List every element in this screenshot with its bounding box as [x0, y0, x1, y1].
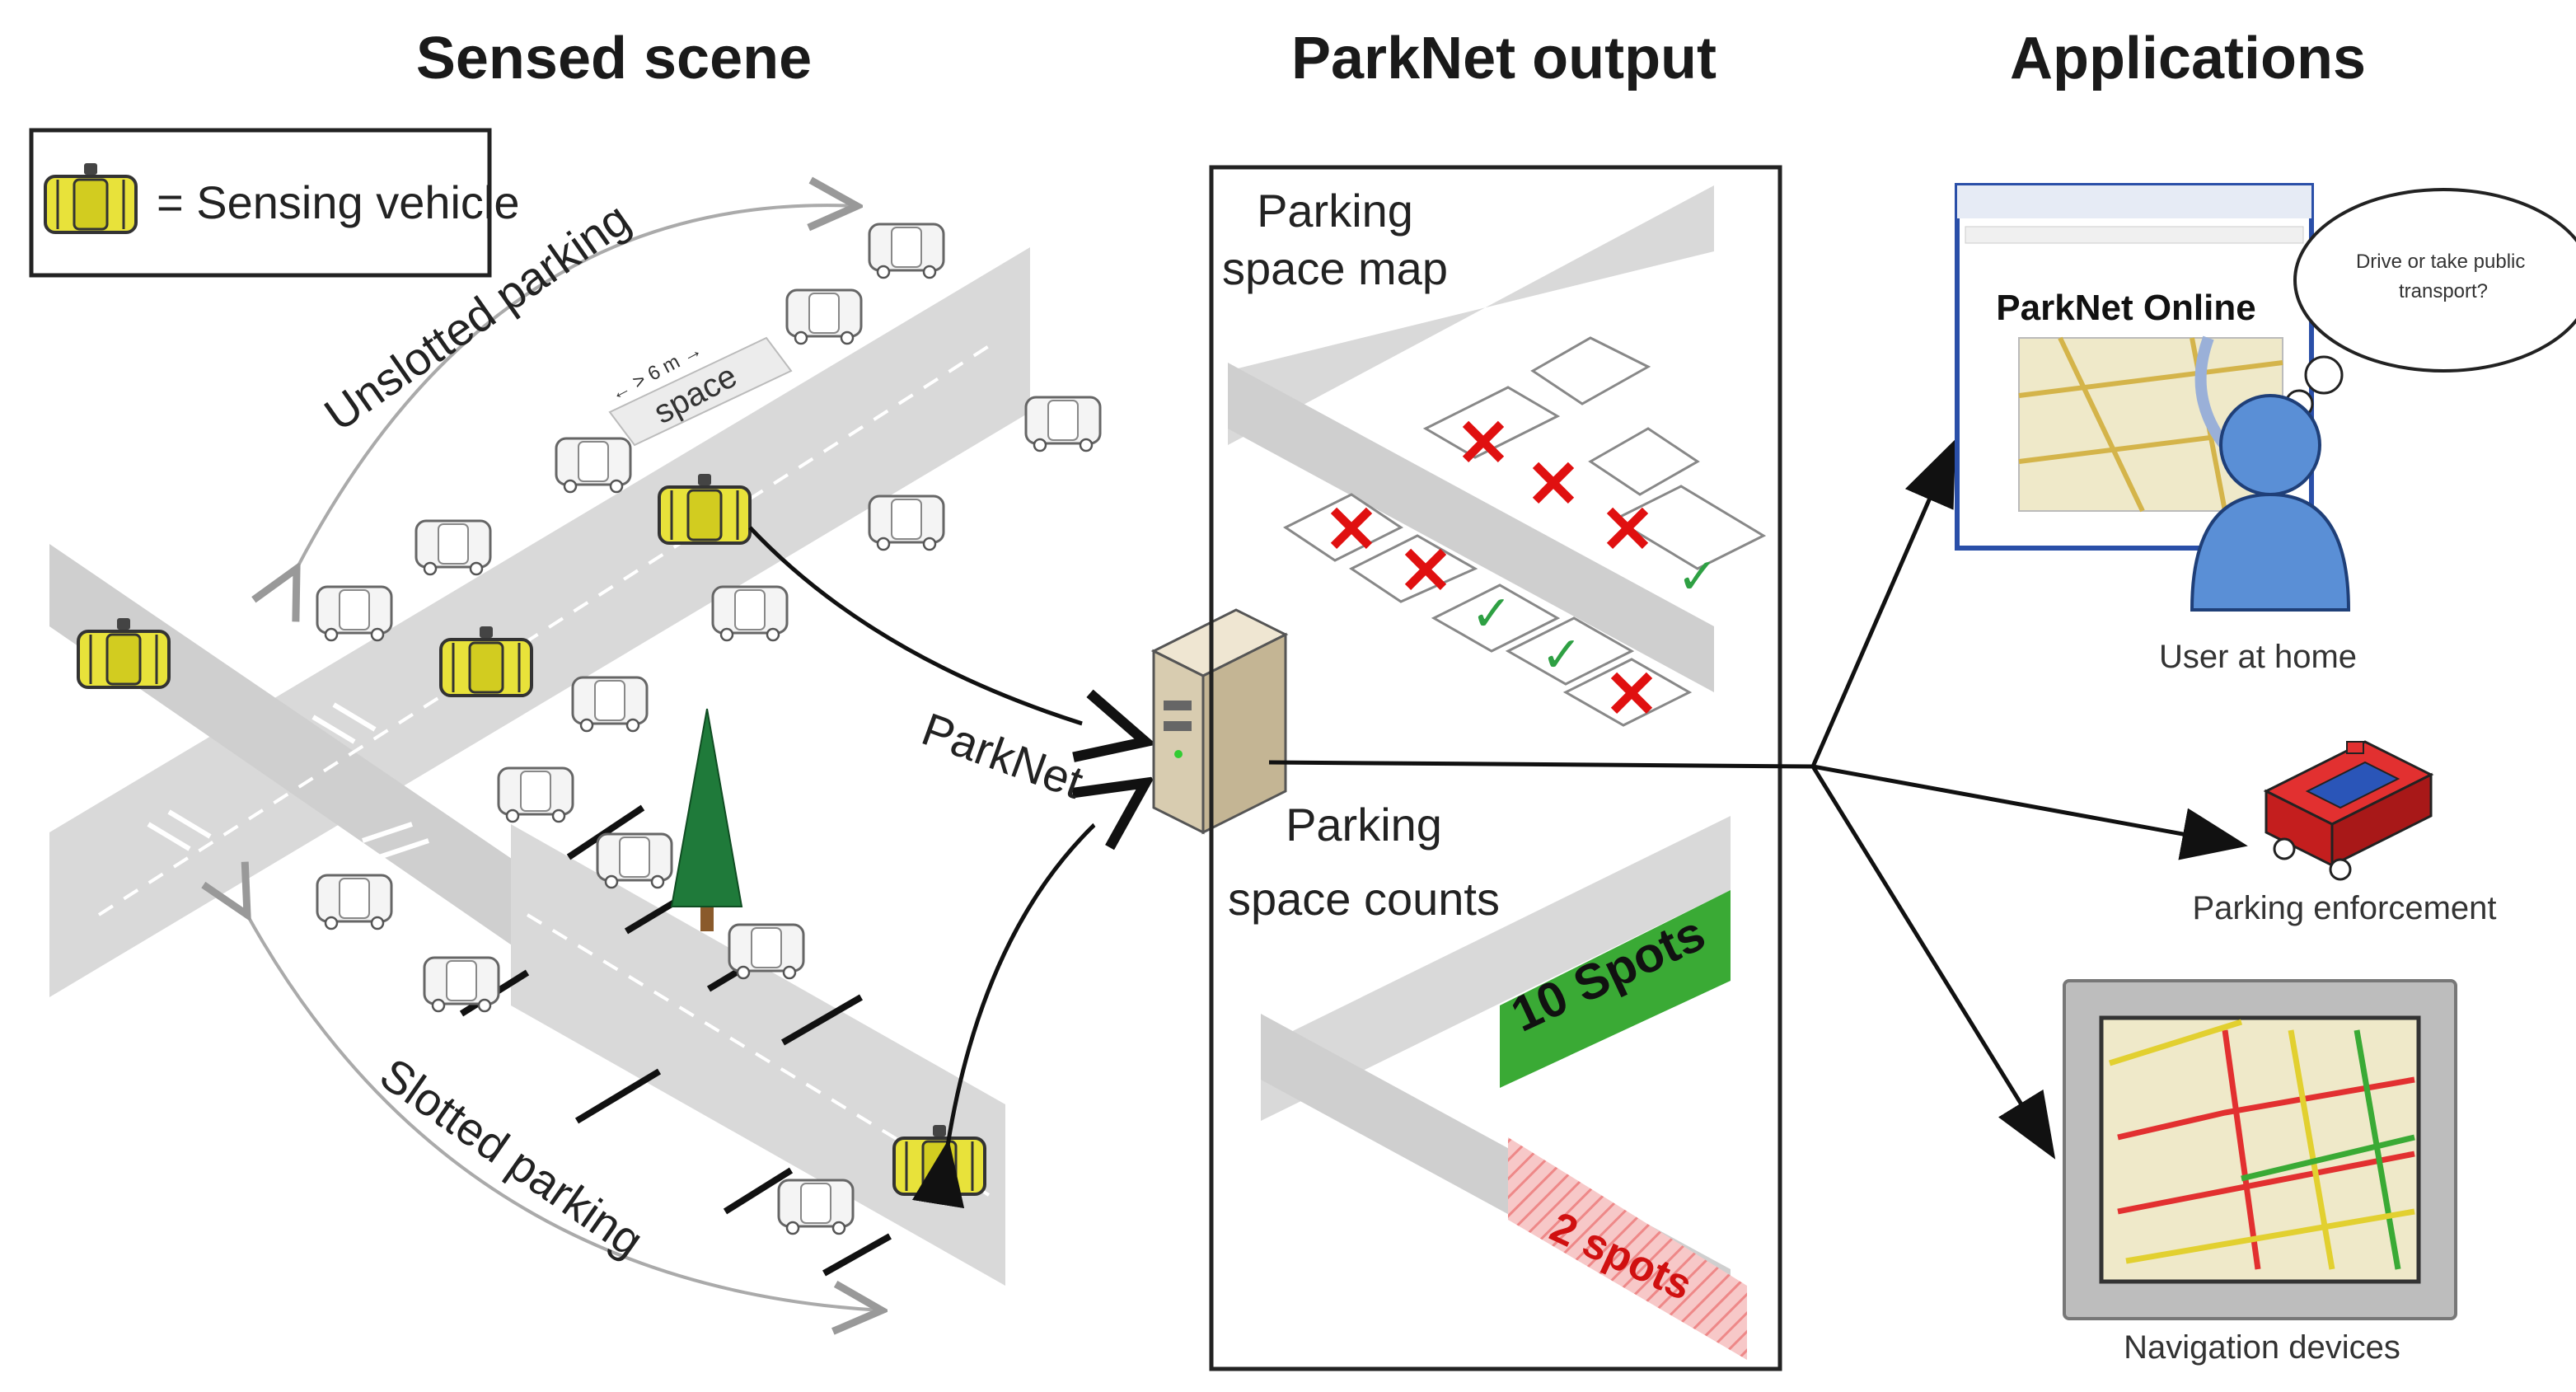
available-count-bar	[1500, 890, 1731, 1088]
occupied-mark: ✕	[1323, 493, 1379, 566]
occupied-mark: ✕	[1599, 493, 1655, 566]
slotted-parking-arrow	[247, 915, 882, 1310]
parked-car	[596, 832, 673, 889]
available-mark: ✓	[1677, 548, 1718, 606]
tree-icon	[670, 708, 743, 931]
parked-car	[423, 956, 500, 1013]
occupied-mark: ✕	[1398, 534, 1453, 607]
counts-title-line2: space counts	[1228, 873, 1500, 925]
sensed-scene-roads	[49, 247, 1030, 1286]
parked-car	[497, 766, 574, 823]
browser-title: ParkNet Online	[1996, 288, 2255, 328]
upload-arrow-upper	[748, 526, 1145, 742]
distribution-arrows	[1268, 438, 2248, 1160]
parked-car	[728, 923, 805, 980]
server-icon	[1150, 608, 1289, 835]
title-applications: Applications	[2010, 26, 2366, 91]
parked-car	[1024, 396, 1102, 452]
parked-car	[785, 288, 863, 345]
enforcement-label: Parking enforcement	[2192, 890, 2496, 926]
occupied-mark: ✕	[1525, 448, 1581, 521]
map-title-line1: Parking	[1257, 185, 1413, 237]
navigation-label: Navigation devices	[2124, 1329, 2400, 1366]
available-mark: ✓	[1541, 626, 1582, 684]
occupied-mark: ✕	[1604, 658, 1659, 731]
counts-title-line1: Parking	[1286, 799, 1442, 851]
occupied-count-bar	[1508, 1137, 1747, 1360]
thought-bubble: Drive or take public transport?	[2284, 188, 2576, 419]
title-parknet-output: ParkNet output	[1291, 26, 1717, 91]
slotted-parking-label: Slotted parking	[371, 1048, 653, 1267]
parked-car	[316, 874, 393, 930]
user-icon	[2190, 394, 2351, 612]
parked-car	[571, 676, 649, 733]
legend: = Sensing vehicle	[29, 128, 520, 278]
navigation-device-icon	[2063, 979, 2457, 1320]
parked-car	[868, 494, 945, 551]
user-label: User at home	[2159, 639, 2357, 675]
occupied-mark: ✕	[1455, 406, 1510, 480]
thought-text: Drive or take public transport?	[2356, 251, 2531, 302]
upload-arrow-lower	[948, 783, 1145, 1146]
enforcement-car-icon	[2263, 740, 2434, 881]
parked-car	[711, 585, 789, 642]
parked-car	[316, 585, 393, 642]
available-mark: ✓	[1471, 585, 1512, 643]
parked-car	[415, 519, 492, 576]
title-sensed-scene: Sensed scene	[416, 26, 812, 91]
parked-car	[555, 437, 632, 494]
parked-car	[777, 1179, 855, 1235]
parking-space-map: ✕ ✕ ✕ ✕ ✕ ✕ ✓ ✓ ✓	[1228, 185, 1767, 731]
parked-car	[868, 223, 945, 279]
map-title-line2: space map	[1222, 242, 1448, 294]
unslotted-parking-arrow	[297, 205, 857, 569]
legend-text: = Sensing vehicle	[157, 176, 520, 228]
